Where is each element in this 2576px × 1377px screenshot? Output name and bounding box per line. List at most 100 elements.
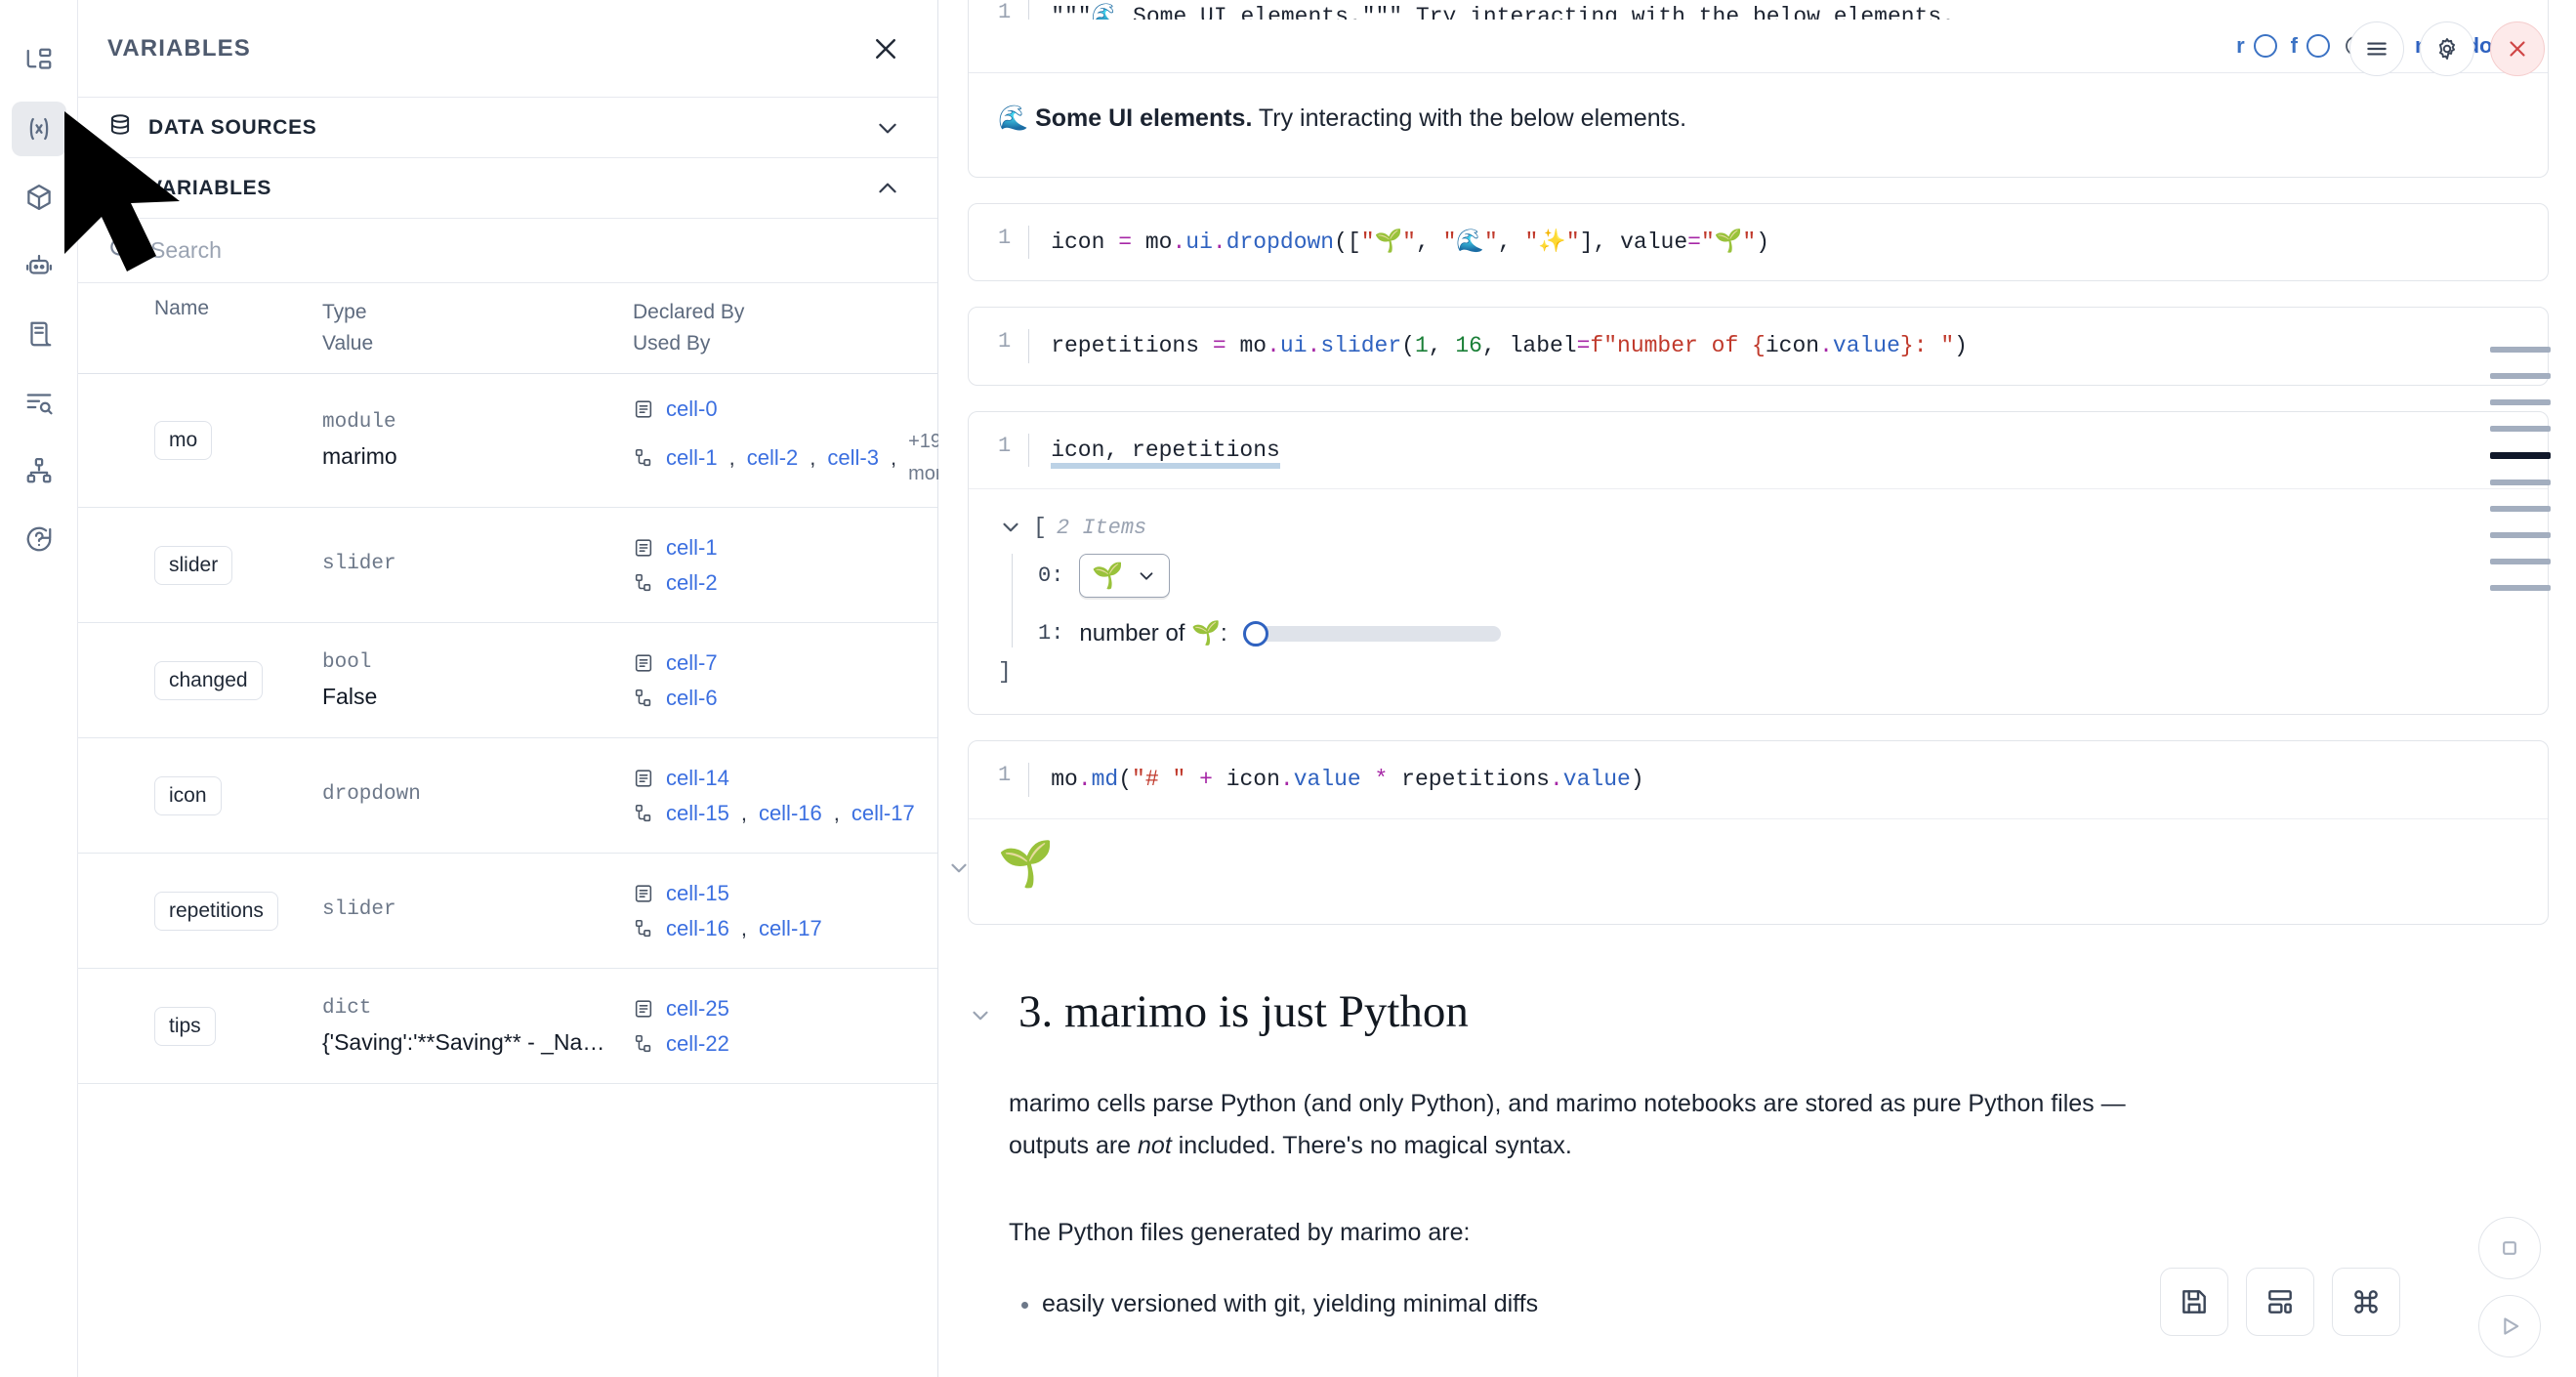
cell-link[interactable]: cell-22: [666, 1030, 729, 1056]
search-icon: [107, 235, 133, 266]
cell-link[interactable]: cell-15: [666, 881, 729, 906]
cell-code-text[interactable]: icon = mo.ui.dropdown(["🌱", "🌊", "✨"], v…: [1051, 229, 1769, 255]
minimap-dash[interactable]: [2490, 480, 2551, 485]
cell-link[interactable]: cell-16: [758, 800, 822, 825]
f-toggle[interactable]: f: [2291, 33, 2330, 59]
paragraph-2: The Python files generated by marimo are…: [1009, 1219, 1471, 1246]
cell-code-text[interactable]: repetitions = mo.ui.slider(1, 16, label=…: [1051, 333, 1968, 358]
cell-link[interactable]: cell-1: [666, 445, 718, 471]
help-icon[interactable]: [12, 512, 66, 566]
variable-name-chip[interactable]: changed: [154, 660, 263, 700]
code-cell-reference: 1 icon, repetitions [ 2 Items 0: 🌱: [968, 410, 2549, 715]
slider-handle[interactable]: [1242, 620, 1268, 647]
cell-code-text[interactable]: """🌊 Some UI elements.""" Try interactin…: [1051, 4, 1955, 20]
cell-link[interactable]: cell-17: [758, 915, 822, 940]
cell-link[interactable]: cell-14: [666, 766, 729, 791]
paragraph-1: marimo cells parse Python (and only Pyth…: [1009, 1083, 2210, 1168]
variable-name-chip[interactable]: mo: [154, 421, 213, 461]
minimap-dash[interactable]: [2490, 452, 2551, 459]
output-rest-text: Try interacting with the below elements.: [1252, 104, 1687, 132]
cell-link[interactable]: cell-7: [666, 650, 718, 676]
cell-link[interactable]: cell-1: [666, 535, 718, 561]
collapse-caret-icon[interactable]: [946, 855, 972, 881]
minimap[interactable]: [2490, 347, 2551, 591]
dropdown-input[interactable]: 🌱: [1079, 554, 1170, 598]
slider-track[interactable]: [1258, 625, 1501, 642]
minimap-dash[interactable]: [2490, 347, 2551, 353]
layout-icon[interactable]: [2246, 1268, 2314, 1336]
menu-icon[interactable]: [2349, 21, 2404, 76]
r-toggle[interactable]: r: [2236, 33, 2277, 59]
declared-by-line: cell-15: [633, 876, 926, 911]
scratchpad-icon[interactable]: [12, 307, 66, 361]
close-icon[interactable]: [2490, 21, 2545, 76]
cell-link[interactable]: cell-2: [666, 569, 718, 595]
minimap-dash[interactable]: [2490, 585, 2551, 591]
cell-link[interactable]: cell-3: [827, 445, 879, 471]
command-palette-icon[interactable]: [2332, 1268, 2400, 1336]
chevron-down-icon[interactable]: [875, 115, 900, 141]
cell-link[interactable]: cell-16: [666, 915, 729, 940]
variable-value: False: [322, 683, 378, 709]
cell-code-text[interactable]: icon, repetitions: [1051, 437, 1280, 469]
cell-link[interactable]: cell-25: [666, 996, 729, 1022]
minimap-dash[interactable]: [2490, 373, 2551, 379]
variable-name-chip[interactable]: tips: [154, 1006, 216, 1046]
cell-link[interactable]: cell-15: [666, 800, 729, 825]
robot-icon[interactable]: [12, 238, 66, 293]
minimap-dash[interactable]: [2490, 532, 2551, 538]
dependency-graph-icon[interactable]: [12, 443, 66, 498]
table-row[interactable]: slider slider cell-1 cell-2: [78, 508, 937, 624]
run-icon[interactable]: [2478, 1295, 2541, 1357]
save-icon[interactable]: [2160, 1268, 2228, 1336]
minimap-dash[interactable]: [2490, 399, 2551, 405]
slider-label: number of 🌱:: [1079, 620, 1227, 647]
bracket-open: [: [1033, 515, 1047, 540]
cell-icon: [635, 400, 652, 418]
variable-type: slider: [322, 553, 396, 576]
cell-link[interactable]: cell-2: [746, 445, 799, 471]
line-number: 1: [998, 0, 1012, 20]
variable-name-chip[interactable]: icon: [154, 775, 222, 815]
close-icon[interactable]: [871, 34, 900, 63]
section-data-sources[interactable]: DATA SOURCES: [78, 98, 937, 158]
minimap-dash[interactable]: [2490, 506, 2551, 512]
used-by-line: cell-15, cell-16, cell-17: [633, 796, 926, 831]
line-number: 1: [998, 225, 1012, 250]
section-variables[interactable]: VARIABLES: [78, 158, 937, 219]
gear-icon[interactable]: [2420, 21, 2474, 76]
slider-input[interactable]: [1242, 620, 1501, 647]
page-title: VARIABLES: [107, 34, 251, 62]
file-tree-icon[interactable]: [12, 33, 66, 88]
section-data-sources-label: DATA SOURCES: [148, 115, 317, 139]
bottom-toolbar: [2160, 1268, 2400, 1336]
logs-search-icon[interactable]: [12, 375, 66, 430]
cell-link[interactable]: cell-17: [851, 800, 915, 825]
collapse-caret-icon[interactable]: [968, 1003, 993, 1028]
usage-icon: [635, 573, 651, 591]
minimap-dash[interactable]: [2490, 559, 2551, 564]
variables-icon[interactable]: [11, 102, 66, 156]
usage-icon: [635, 448, 651, 466]
cell-icon: [635, 885, 652, 902]
cell-link[interactable]: cell-6: [666, 685, 718, 710]
cell-icon: [635, 770, 652, 787]
package-cube-icon[interactable]: [12, 170, 66, 225]
stop-icon[interactable]: [2478, 1217, 2541, 1279]
chevron-up-icon[interactable]: [875, 176, 900, 201]
variable-name-chip[interactable]: repetitions: [154, 891, 278, 931]
list-item: easily versioned with git, yielding mini…: [1042, 1283, 2576, 1325]
minimap-dash[interactable]: [2490, 426, 2551, 432]
run-controls: [2478, 1217, 2541, 1357]
search-input[interactable]: [150, 237, 908, 264]
variable-name-chip[interactable]: slider: [154, 545, 233, 585]
chevron-down-icon[interactable]: [998, 515, 1023, 540]
cell-code-text[interactable]: mo.md("# " + icon.value * repetitions.va…: [1051, 767, 1644, 792]
cell-link[interactable]: cell-0: [666, 396, 718, 421]
section-body: marimo cells parse Python (and only Pyth…: [1009, 1083, 2576, 1325]
